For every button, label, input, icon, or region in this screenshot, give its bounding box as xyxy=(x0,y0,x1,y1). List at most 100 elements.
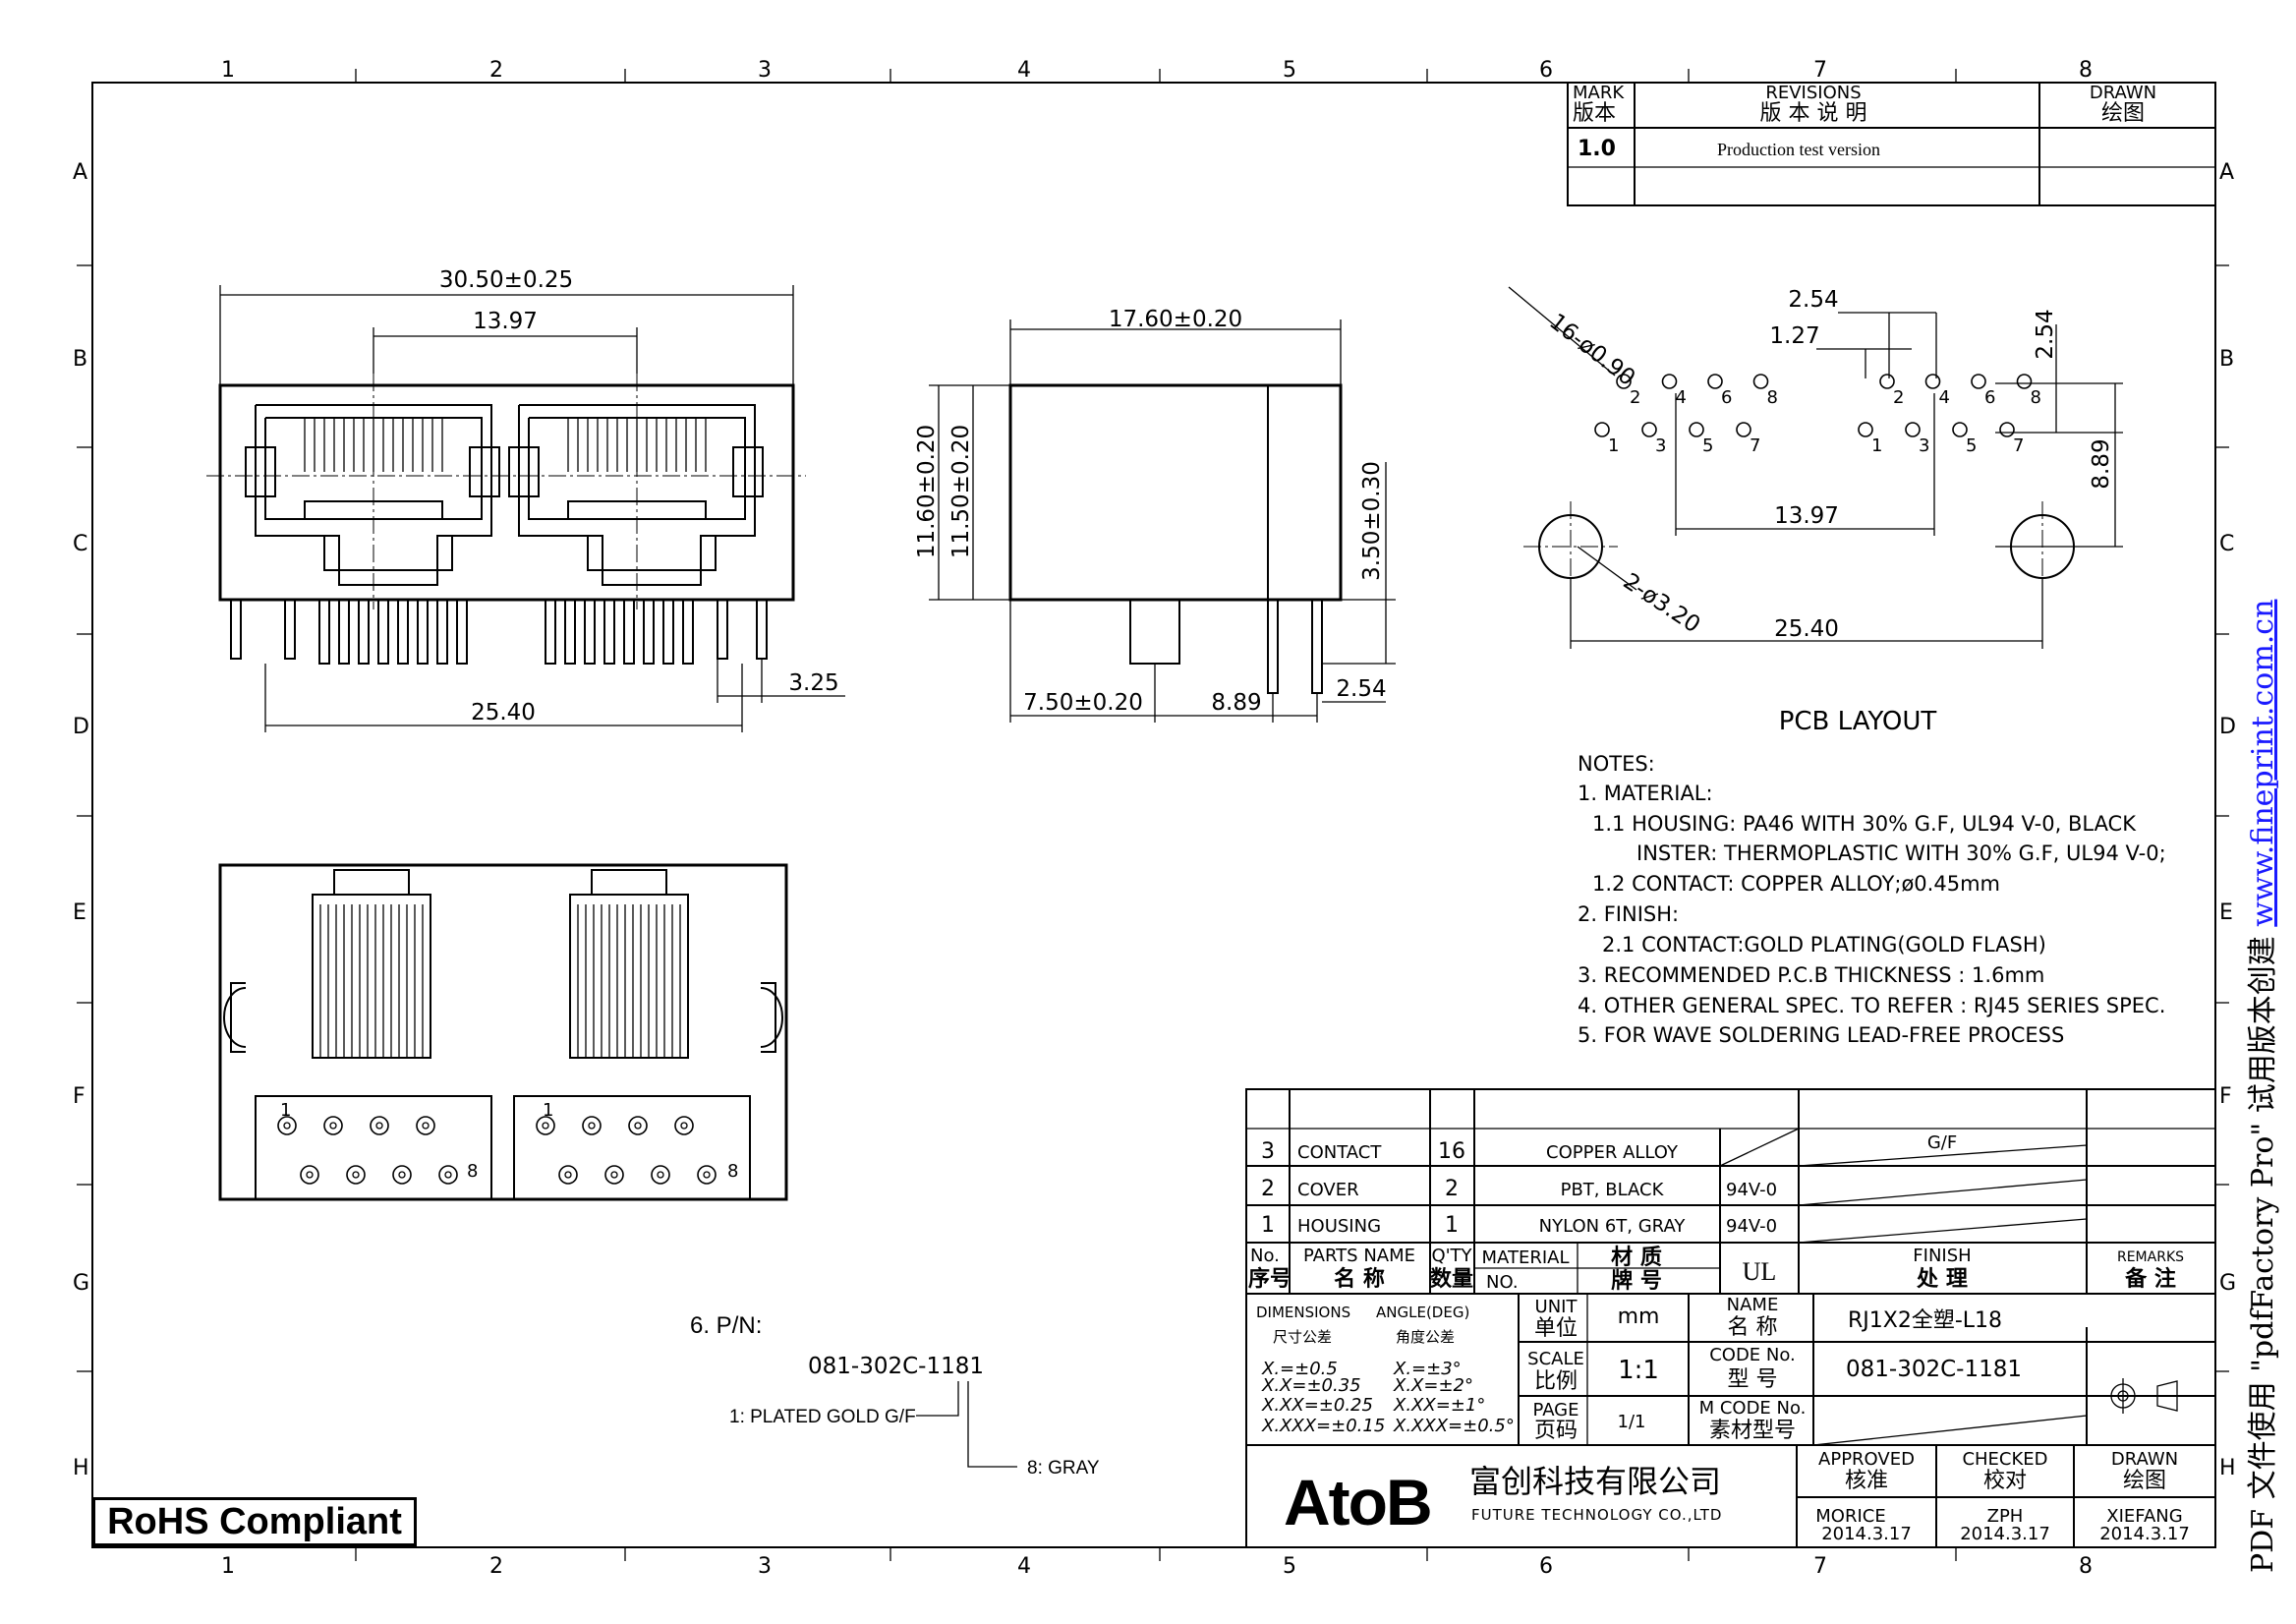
company-logo: AtoB xyxy=(1284,1466,1433,1538)
bom-hdr-no-cn: 序号 xyxy=(1248,1266,1292,1292)
part-number: 6. P/N: 081-302C-1181 1: PLATED GOLD G/F… xyxy=(690,1312,1100,1479)
rev-row-text: Production test version xyxy=(1717,140,1880,159)
pn-title: 6. P/N: xyxy=(690,1312,762,1339)
pcb-hole xyxy=(1661,374,1678,389)
rev-row-mark: 1.0 xyxy=(1578,137,1616,161)
pcb-hole xyxy=(1736,422,1751,437)
row-label: H xyxy=(2219,1456,2236,1480)
pcb-mount-callout: 2-ø3.20 xyxy=(1619,568,1705,638)
tb-checked-cn: 校对 xyxy=(1983,1469,2027,1493)
rev-mark-en: MARK xyxy=(1573,83,1625,103)
bom-no: 3 xyxy=(1261,1139,1275,1164)
bottom-hole xyxy=(634,1122,642,1130)
pcb-pin-label: 3 xyxy=(1919,435,1929,456)
bottom-hole xyxy=(588,1122,596,1130)
row-label: E xyxy=(73,900,86,925)
note-line: 2. FINISH: xyxy=(1578,902,1679,926)
pcb-pin-label: 7 xyxy=(1750,435,1760,456)
pcb-holes-callout: 16-ø0.90 xyxy=(1544,309,1639,391)
notes: NOTES: 1. MATERIAL: 1.1 HOUSING: PA46 WI… xyxy=(1578,752,2166,1047)
bottom-hole xyxy=(444,1171,452,1179)
pcb-hole xyxy=(1999,422,2015,437)
bottom-hole xyxy=(300,1165,319,1185)
side-dim-c: 2.54 xyxy=(1336,676,1386,702)
tb-code-val: 081-302C-1181 xyxy=(1846,1357,2022,1382)
note-line: 4. OTHER GENERAL SPEC. TO REFER : RJ45 S… xyxy=(1578,994,2165,1017)
note-line: 3. RECOMMENDED P.C.B THICKNESS : 1.6mm xyxy=(1578,963,2044,987)
pcb-hole xyxy=(1641,422,1657,437)
tb-drawn-en: DRAWN xyxy=(2111,1449,2178,1470)
bom-hdr-qty-cn: 数量 xyxy=(1430,1266,1473,1292)
rohs-label: RoHS Compliant xyxy=(107,1500,402,1542)
tb-drawn-cn: 绘图 xyxy=(2123,1469,2166,1493)
pcb-hole xyxy=(1594,422,1610,437)
pcb-hole xyxy=(1924,374,1941,389)
pcb-dim-mount: 25.40 xyxy=(1774,616,1839,642)
tb-tol: X.XX=±0.25 xyxy=(1261,1395,1373,1416)
tb-approved-date: 2014.3.17 xyxy=(1821,1524,1912,1544)
pcb-dim-pitch: 2.54 xyxy=(1788,287,1838,313)
col-label: 6 xyxy=(1539,1554,1553,1579)
pcb-hole xyxy=(1952,422,1968,437)
rev-mark-cn: 版本 xyxy=(1573,101,1616,126)
bottom-hole xyxy=(422,1122,430,1130)
pcb-pin-label: 2 xyxy=(1630,387,1640,408)
tb-approved-en: APPROVED xyxy=(1818,1449,1915,1470)
bom-hdr-matno-en: NO. xyxy=(1486,1272,1519,1293)
tb-drawn-by: XIEFANG xyxy=(2106,1506,2182,1527)
side-dim-a: 7.50±0.20 xyxy=(1023,690,1143,716)
bom-hdr-name-cn: 名 称 xyxy=(1334,1266,1385,1292)
side-dim-length: 17.60±0.20 xyxy=(1109,307,1242,332)
col-label: 1 xyxy=(221,1554,235,1579)
pcb-pin-label: 1 xyxy=(1608,435,1619,456)
tb-unit-val: mm xyxy=(1618,1305,1660,1329)
bom-hdr-ul: UL xyxy=(1743,1257,1777,1286)
front-view: 30.50±0.25 13.97 25.40 3.25 xyxy=(206,267,845,732)
side-dim-h1: 11.60±0.20 xyxy=(914,425,940,558)
bom-hdr-remarks-cn: 备 注 xyxy=(2124,1266,2176,1292)
row-label: G xyxy=(2219,1271,2236,1296)
pcb-pin-label: 7 xyxy=(2013,435,2024,456)
watermark-link[interactable]: www.fineprint.com.cn xyxy=(2246,600,2280,927)
side-view: 17.60±0.20 11.60±0.20 11.50±0.20 3.50±0.… xyxy=(914,307,1396,723)
pcb-pin-label: 1 xyxy=(1871,435,1882,456)
bottom-hole xyxy=(610,1171,618,1179)
col-label: 2 xyxy=(489,58,503,83)
front-dim-pins: 25.40 xyxy=(471,700,536,725)
col-label: 5 xyxy=(1283,58,1296,83)
tb-checked-date: 2014.3.17 xyxy=(1960,1524,2050,1544)
row-label: H xyxy=(73,1456,89,1480)
pn-code: 081-302C-1181 xyxy=(808,1354,984,1379)
row-label: A xyxy=(73,160,87,185)
pcb-pin-label: 4 xyxy=(1676,387,1687,408)
bom-name: CONTACT xyxy=(1297,1142,1382,1163)
bottom-hole xyxy=(352,1171,360,1179)
pcb-pin-label: 8 xyxy=(2031,387,2041,408)
pcb-hole xyxy=(1905,422,1921,437)
tb-mcode-en: M CODE No. xyxy=(1699,1398,1807,1419)
bottom-hole xyxy=(604,1165,624,1185)
side-dim-b: 8.89 xyxy=(1211,690,1261,716)
bom-qty: 2 xyxy=(1445,1177,1459,1201)
row-label: B xyxy=(73,347,87,372)
rev-revisions-en: REVISIONS xyxy=(1765,83,1861,103)
row-label: G xyxy=(73,1271,89,1296)
tb-page-cn: 页码 xyxy=(1534,1419,1578,1443)
pcb-pin-label: 3 xyxy=(1655,435,1666,456)
bottom-hole xyxy=(703,1171,711,1179)
tb-dims-en: DIMENSIONS xyxy=(1256,1304,1350,1321)
bom-name: HOUSING xyxy=(1297,1216,1381,1237)
bottom-hole xyxy=(628,1116,648,1135)
pcb-dim-half: 1.27 xyxy=(1769,323,1819,349)
tb-tol: X.X=±0.35 xyxy=(1261,1375,1361,1396)
pcb-pin-label: 5 xyxy=(1966,435,1977,456)
tb-name-val: RJ1X2全塑-L18 xyxy=(1848,1308,2002,1333)
bottom-hole xyxy=(536,1116,555,1135)
bom-hdr-qty-en: Q'TY xyxy=(1431,1246,1472,1266)
bom-material: PBT, BLACK xyxy=(1561,1180,1665,1200)
row-label: E xyxy=(2219,900,2233,925)
bom-finish: G/F xyxy=(1927,1132,1957,1153)
front-dim-overall: 30.50±0.25 xyxy=(439,267,573,293)
